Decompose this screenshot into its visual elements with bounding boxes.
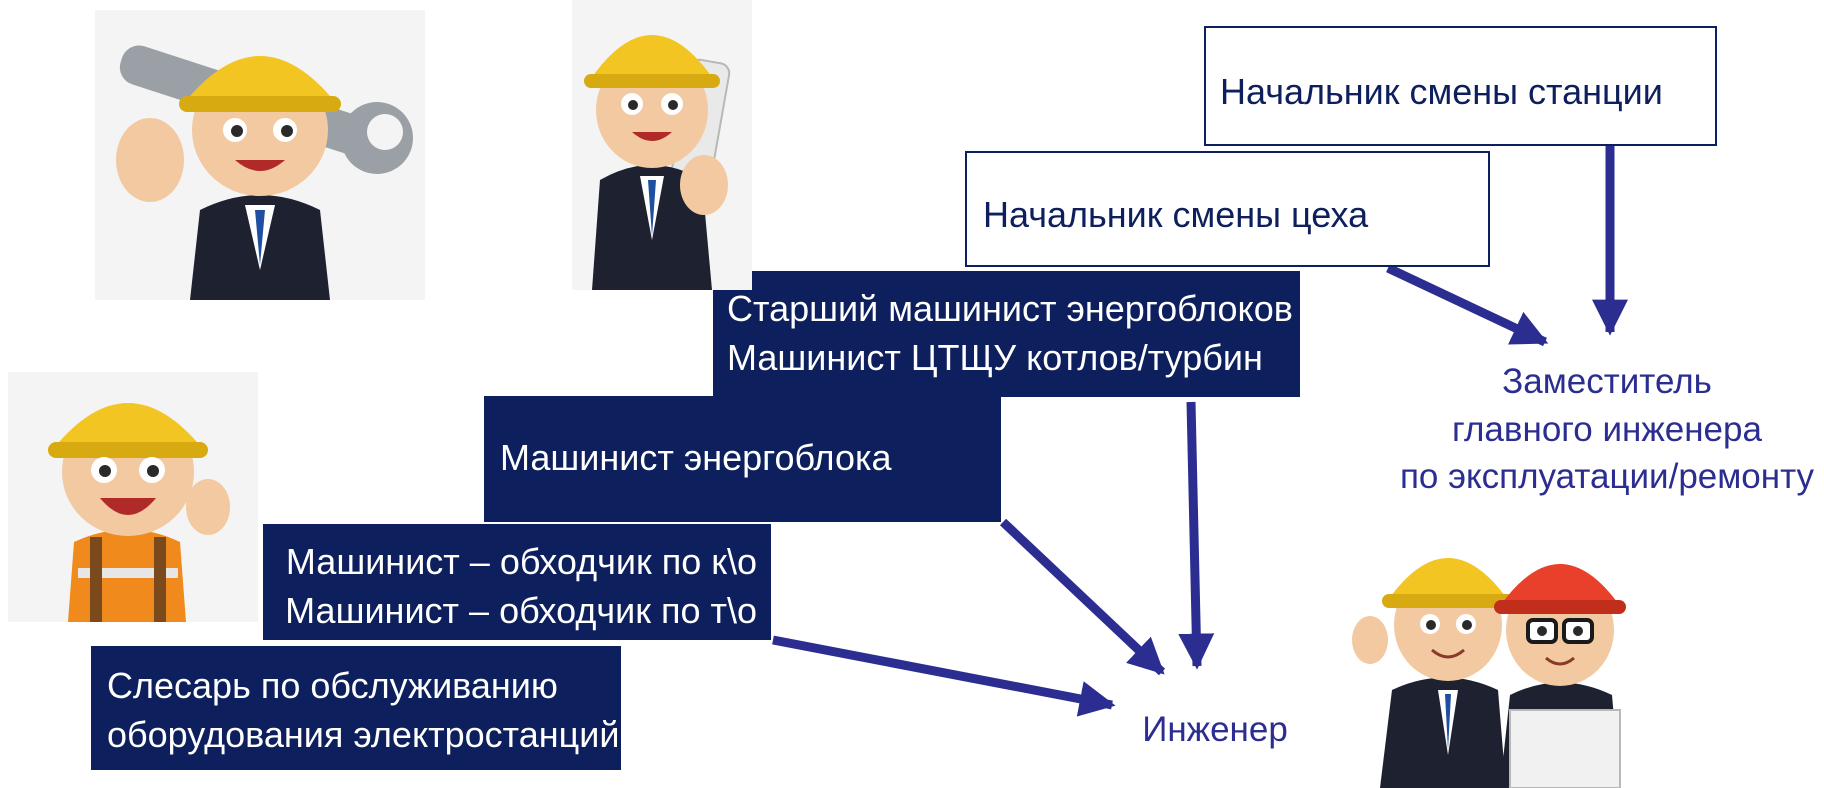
engineer-with-blueprints-illustration	[572, 0, 752, 290]
arrow-shop-to-deputy	[1386, 263, 1549, 347]
patrol-operator-line-1: Машинист – обходчик по к\о	[285, 541, 757, 582]
arrow-unit-to-engineer	[999, 518, 1166, 676]
patrol-operator-box: Машинист – обходчик по к\о Машинист – об…	[263, 524, 771, 640]
deputy-chief-engineer-label: Заместитель главного инженера по эксплуа…	[1392, 358, 1822, 501]
engineer-label: Инженер	[1120, 706, 1310, 754]
worker-with-wrench-illustration	[95, 10, 425, 300]
station-shift-head-label: Начальник смены станции	[1220, 71, 1663, 112]
senior-operator-line-1: Старший машинист энергоблоков	[727, 288, 1293, 329]
senior-operator-line-2: Машинист ЦТЩУ котлов/турбин	[727, 336, 1263, 378]
senior-operator-box: Старший машинист энергоблоков Машинист Ц…	[713, 271, 1300, 397]
deputy-line-3: по эксплуатации/ремонту	[1399, 457, 1815, 497]
patrol-operator-line-2: Машинист – обходчик по т\о	[285, 589, 757, 631]
waving-worker-illustration	[8, 372, 258, 622]
arrow-patrol-to-engineer	[772, 635, 1116, 717]
fitter-line-1: Слесарь по обслуживанию	[107, 665, 558, 706]
fitter-box: Слесарь по обслуживанию оборудования эле…	[91, 646, 621, 770]
shop-shift-head-label: Начальник смены цеха	[983, 194, 1369, 235]
unit-operator-label: Машинист энергоблока	[500, 437, 892, 478]
two-engineers-illustration	[1352, 558, 1626, 788]
engineer-line-1: Инженер	[1142, 710, 1288, 749]
deputy-line-1: Заместитель	[1502, 362, 1712, 401]
shop-shift-head-box: Начальник смены цеха	[965, 151, 1490, 267]
fitter-line-2: оборудования электростанций	[107, 713, 620, 755]
unit-operator-box: Машинист энергоблока	[484, 396, 1001, 522]
deputy-line-2: главного инженера	[1452, 409, 1762, 449]
arrow-senior-to-engineer	[1178, 401, 1215, 670]
station-shift-head-box: Начальник смены станции	[1204, 26, 1717, 146]
